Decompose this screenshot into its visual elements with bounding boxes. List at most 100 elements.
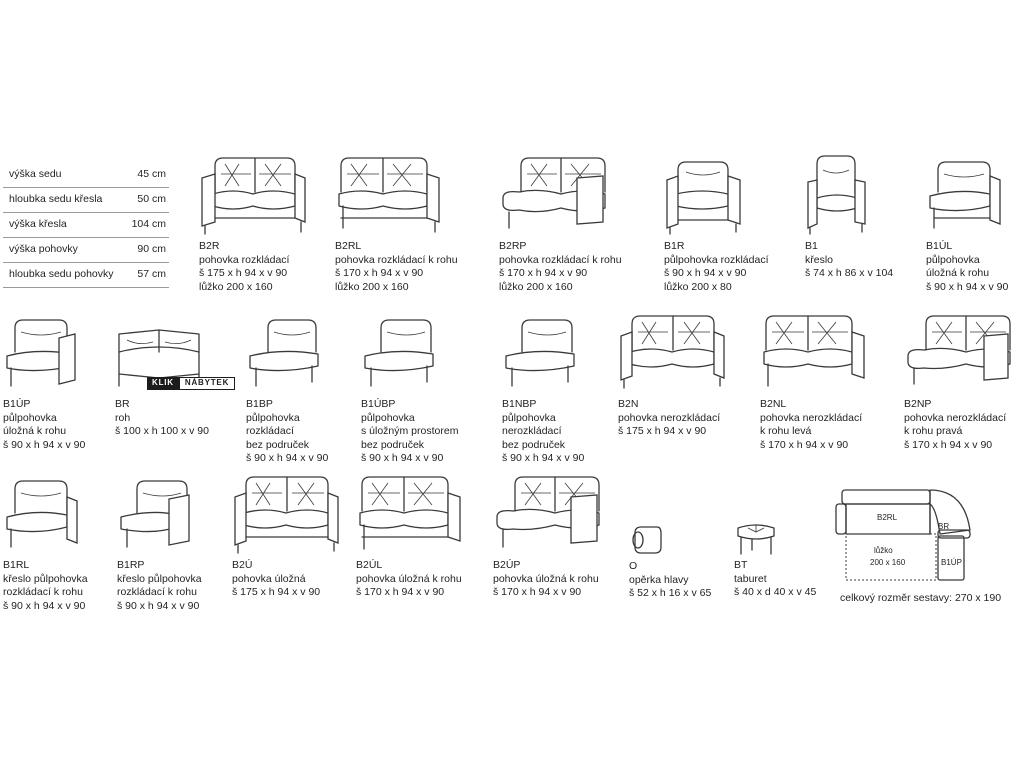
- product-desc: křeslo půlpohovka: [117, 572, 202, 585]
- spec-label: výška sedu: [9, 168, 62, 180]
- product-desc-2: k rohu levá: [760, 425, 812, 438]
- layout-total-size: celkový rozměr sestavy: 270 x 190: [840, 592, 1002, 604]
- product-code: BT: [734, 559, 748, 571]
- product-b2r: B2R pohovka rozkládací š 175 x h 94 x v …: [199, 152, 307, 294]
- product-b1bp: B1BP půlpohovka rozkládací bez područek …: [246, 312, 328, 466]
- product-b1up: B1ÚP půlpohovka úložná k rohu š 90 x h 9…: [3, 312, 85, 452]
- spec-label: hloubka sedu pohovky: [9, 268, 114, 280]
- half-sofa-icon: [505, 319, 575, 387]
- product-size: š 170 x h 94 x v 90: [493, 586, 582, 599]
- product-desc-3: bez područek: [502, 438, 566, 451]
- product-desc: pohovka nerozkládací: [904, 411, 1007, 424]
- product-size: š 52 x h 16 x v 65: [629, 587, 712, 600]
- product-desc: pohovka rozkládací k rohu: [335, 253, 458, 266]
- product-b2n: B2N pohovka nerozkládací š 175 x h 94 x …: [618, 312, 726, 439]
- product-desc-2: úložná k rohu: [3, 425, 67, 438]
- layout-label-bed-size: 200 x 160: [870, 558, 906, 567]
- product-size: š 170 x h 94 x v 90: [760, 438, 849, 451]
- spec-value: 45 cm: [137, 168, 166, 180]
- product-code: B2NL: [760, 398, 787, 410]
- watermark-right: NÁBYTEK: [178, 377, 236, 390]
- product-code: B1ÚL: [926, 240, 953, 252]
- product-desc-2: nerozkládací: [502, 425, 562, 438]
- sofa-two-seat-icon: [234, 476, 339, 554]
- product-b2u: B2Ú pohovka úložná š 175 x h 94 x v 90: [232, 473, 340, 600]
- product-size: š 90 x h 94 x v 90: [361, 452, 444, 465]
- spec-row: hloubka sedu pohovky 57 cm: [3, 263, 169, 288]
- spec-value: 104 cm: [131, 218, 166, 230]
- product-bt: BT taburet š 40 x d 40 x v 45: [734, 520, 816, 600]
- product-b1: B1 křeslo š 74 x h 86 x v 104: [805, 152, 893, 281]
- product-size: š 175 x h 94 x v 90: [232, 586, 321, 599]
- product-bed: lůžko 200 x 80: [664, 280, 732, 293]
- product-desc: křeslo půlpohovka: [3, 572, 88, 585]
- layout-label-b2rl: B2RL: [877, 513, 898, 522]
- spec-row: výška sedu 45 cm: [3, 163, 169, 188]
- half-sofa-icon: [120, 480, 190, 548]
- product-desc-2: rozkládací k rohu: [3, 586, 83, 599]
- product-code: B1BP: [246, 398, 273, 410]
- half-sofa-icon: [6, 480, 78, 548]
- product-size: š 90 x h 94 x v 90: [502, 452, 585, 465]
- product-b1rl: B1RL křeslo půlpohovka rozkládací k rohu…: [3, 473, 88, 613]
- product-desc: opěrka hlavy: [629, 573, 689, 586]
- product-b2rl: B2RL pohovka rozkládací k rohu š 170 x h…: [335, 152, 458, 294]
- product-size: š 170 x h 94 x v 90: [356, 586, 445, 599]
- product-code: B2ÚP: [493, 559, 521, 571]
- product-code: BR: [115, 398, 130, 410]
- product-desc-2: rozkládací k rohu: [117, 586, 197, 599]
- sofa-two-seat-icon: [620, 315, 725, 389]
- product-size: š 40 x d 40 x v 45: [734, 586, 817, 599]
- product-size: š 175 x h 94 x v 90: [618, 425, 707, 438]
- product-size: š 90 x h 94 x v 90: [926, 280, 1009, 293]
- product-size: š 170 x h 94 x v 90: [904, 438, 993, 451]
- product-desc-3: bez područek: [361, 438, 425, 451]
- product-bed: lůžko 200 x 160: [335, 280, 409, 293]
- stool-icon: [737, 524, 775, 555]
- spec-label: výška pohovky: [9, 243, 78, 255]
- product-code: B2RL: [335, 240, 362, 252]
- product-code: B1: [805, 240, 818, 252]
- product-b2np: B2NP pohovka nerozkládací k rohu pravá š…: [904, 312, 1014, 452]
- half-sofa-icon: [249, 319, 319, 387]
- product-desc-2: rozkládací: [246, 425, 294, 438]
- product-b2up: B2ÚP pohovka úložná k rohu š 170 x h 94 …: [493, 473, 605, 600]
- product-br: BR roh š 100 x h 100 x v 90: [115, 312, 209, 439]
- product-size: š 90 x h 94 x v 90: [246, 452, 329, 465]
- product-desc: půlpohovka rozkládací: [664, 253, 769, 266]
- product-code: B2ÚL: [356, 559, 383, 571]
- product-code: B1R: [664, 240, 685, 252]
- product-desc: taburet: [734, 572, 767, 585]
- half-sofa-icon: [6, 319, 76, 387]
- watermark-left: KLIK: [147, 377, 179, 390]
- product-code: B1RL: [3, 559, 30, 571]
- product-size: š 90 x h 94 x v 90: [3, 438, 86, 451]
- half-sofa-icon: [666, 161, 741, 235]
- product-code: B2NP: [904, 398, 932, 410]
- product-size: š 74 x h 86 x v 104: [805, 267, 894, 280]
- product-desc: půlpohovka: [502, 411, 556, 424]
- spec-value: 57 cm: [137, 268, 166, 280]
- product-b2nl: B2NL pohovka nerozkládací k rohu levá š …: [760, 312, 868, 452]
- product-size: š 90 x h 94 x v 90: [117, 599, 200, 612]
- product-size: š 90 x h 94 x v 90: [664, 267, 747, 280]
- spec-value: 90 cm: [137, 243, 166, 255]
- sofa-two-seat-icon: [907, 315, 1011, 385]
- product-desc: pohovka úložná k rohu: [356, 572, 462, 585]
- product-size: š 100 x h 100 x v 90: [115, 425, 209, 438]
- half-sofa-icon: [364, 319, 434, 387]
- layout-label-b1up: B1ÚP: [941, 558, 962, 567]
- product-code: B1NBP: [502, 398, 537, 410]
- product-desc: půlpohovka: [246, 411, 300, 424]
- product-code: B1RP: [117, 559, 145, 571]
- product-b1nbp: B1NBP půlpohovka nerozkládací bez područ…: [502, 312, 584, 466]
- product-desc: půlpohovka: [926, 253, 980, 266]
- product-size: š 170 x h 94 x v 90: [335, 267, 424, 280]
- layout-label-br: BR: [938, 522, 950, 531]
- product-bed: lůžko 200 x 160: [499, 280, 573, 293]
- sofa-two-seat-icon: [496, 476, 600, 548]
- armchair-icon: [807, 155, 866, 235]
- product-bed: lůžko 200 x 160: [199, 280, 273, 293]
